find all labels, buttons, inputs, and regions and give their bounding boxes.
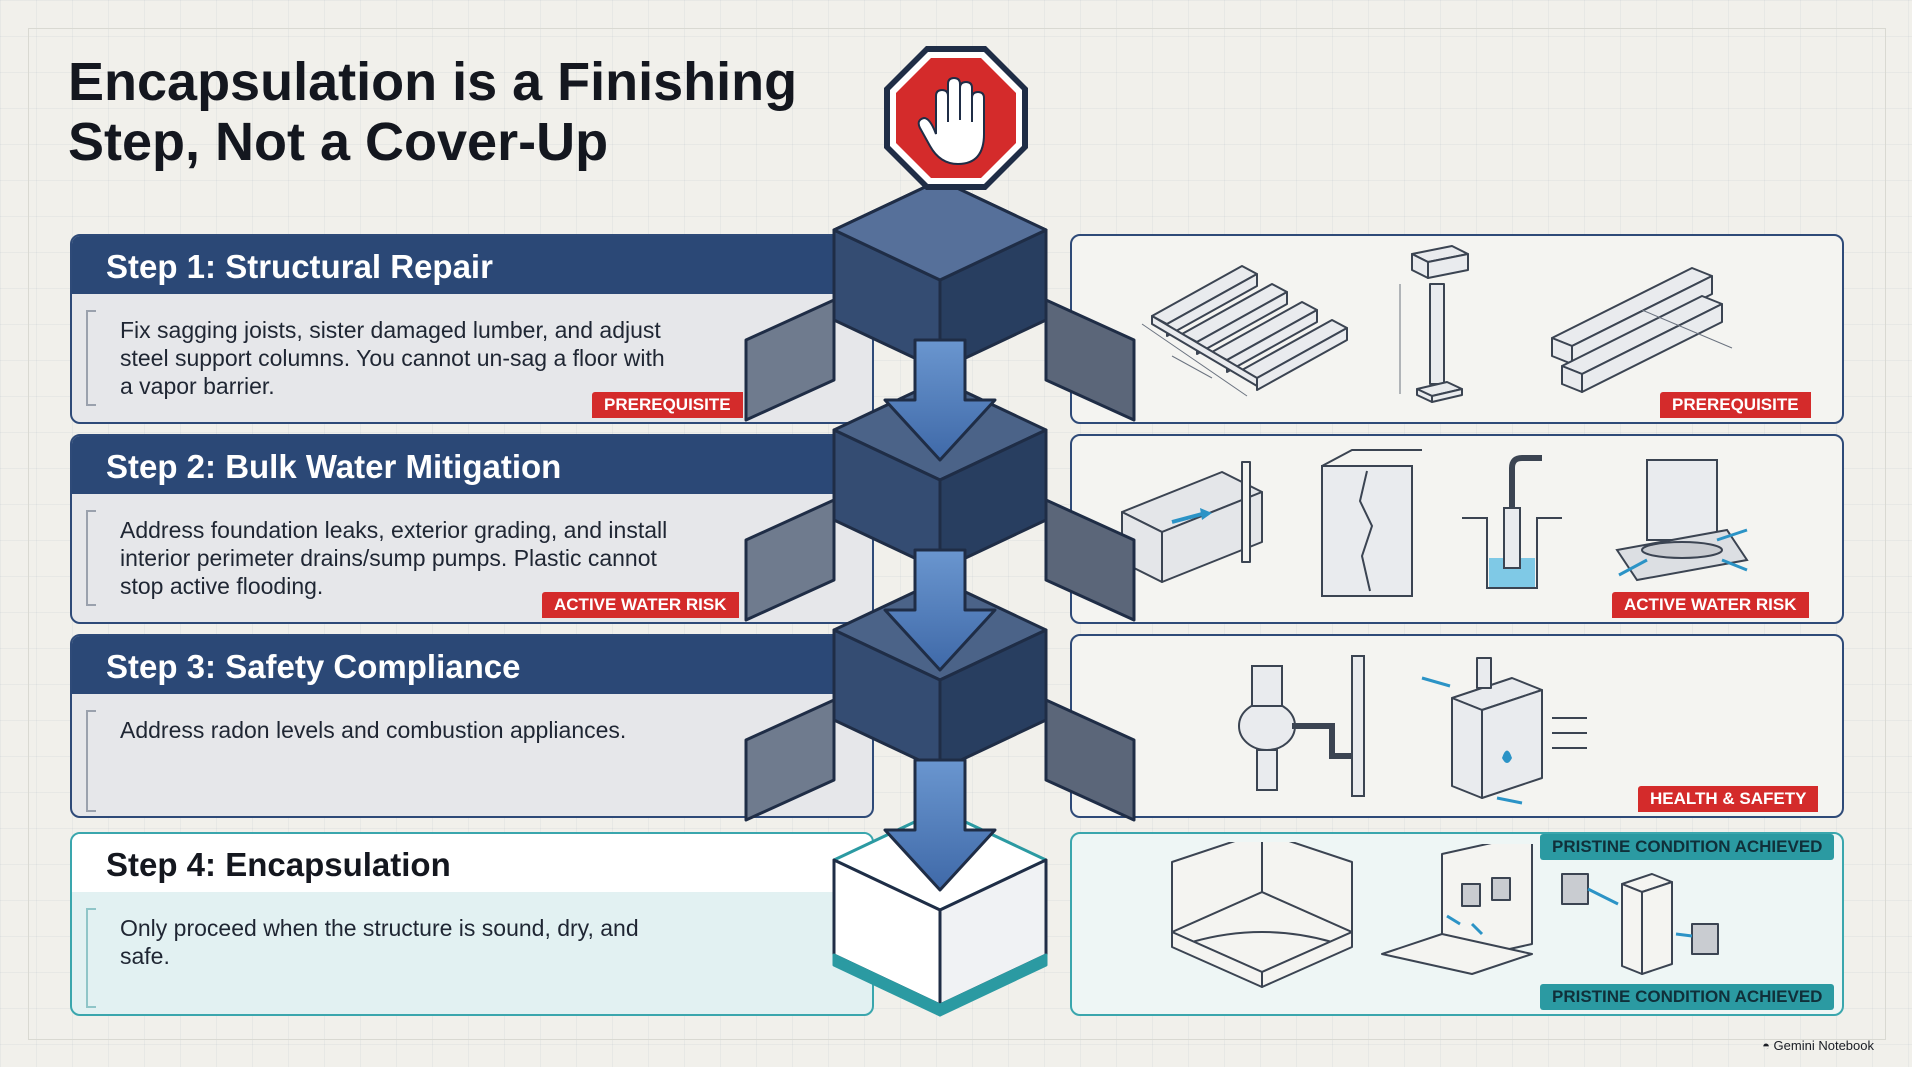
step-4-title: Step 4: Encapsulation xyxy=(106,846,451,883)
step-1-illustration-panel: PREREQUISITE xyxy=(1070,234,1844,424)
step-3-description: Address radon levels and combustion appl… xyxy=(120,717,627,743)
floor-joists-icon xyxy=(1132,246,1362,411)
step-3-panel: Step 3: Safety Compliance Address radon … xyxy=(70,634,874,818)
step-2-description: Address foundation leaks, exterior gradi… xyxy=(120,517,668,599)
steel-support-column-icon xyxy=(1392,244,1482,414)
step-3-block xyxy=(744,578,1136,822)
foundation-crack-icon xyxy=(1312,446,1422,606)
pristine-condition-tag: PRISTINE CONDITION ACHIEVED xyxy=(1540,984,1835,1010)
brand-icon: ◓ xyxy=(1762,1038,1770,1053)
radon-mitigation-fan-icon xyxy=(1222,646,1392,806)
combustion-appliance-icon xyxy=(1412,648,1612,808)
stop-sign xyxy=(880,42,1032,199)
prerequisite-tag: PREREQUISITE xyxy=(1660,392,1811,418)
page-title: Encapsulation is a Finishing Step, Not a… xyxy=(68,52,798,172)
prerequisite-tag: PREREQUISITE xyxy=(592,392,743,418)
bracket-icon xyxy=(86,510,96,606)
dehumidifier-icon xyxy=(1552,864,1732,984)
step-2-panel: Step 2: Bulk Water Mitigation Address fo… xyxy=(70,434,874,624)
step-1-description: Fix sagging joists, sister damaged lumbe… xyxy=(120,317,665,399)
step-2-band: Step 2: Bulk Water Mitigation Address fo… xyxy=(70,434,1844,624)
step-2-header: Step 2: Bulk Water Mitigation xyxy=(72,436,872,494)
step-4-description: Only proceed when the structure is sound… xyxy=(120,915,639,969)
progression-block-stack xyxy=(700,40,1180,1025)
step-3-title: Step 3: Safety Compliance xyxy=(106,648,521,685)
step-1-header: Step 1: Structural Repair xyxy=(72,236,872,294)
perimeter-drain-icon xyxy=(1607,450,1757,600)
bracket-icon xyxy=(86,310,96,406)
step-4-panel: Step 4: Encapsulation Only proceed when … xyxy=(70,832,874,1016)
step-4-header: Step 4: Encapsulation xyxy=(72,834,872,892)
health-safety-tag: HEALTH & SAFETY xyxy=(1638,786,1819,812)
pristine-condition-tag: PRISTINE CONDITION ACHIEVED xyxy=(1540,834,1835,860)
step-3-illustration-panel: HEALTH & SAFETY xyxy=(1070,634,1844,818)
down-arrow-icon xyxy=(883,338,997,892)
blueprint-frame xyxy=(28,28,1886,1040)
step-3-band: Step 3: Safety Compliance Address radon … xyxy=(70,634,1844,818)
footer-brand: ◓ Gemini Notebook xyxy=(1762,1038,1874,1053)
encapsulated-crawlspace-icon xyxy=(1162,842,1362,1002)
hand-stop-icon xyxy=(884,46,1028,190)
bracket-icon xyxy=(86,908,96,1008)
step-2-illustration-panel: ACTIVE WATER RISK xyxy=(1070,434,1844,624)
active-water-risk-tag: ACTIVE WATER RISK xyxy=(542,592,739,618)
step-4-band: Step 4: Encapsulation Only proceed when … xyxy=(70,832,1844,1016)
footer-brand-text: Gemini Notebook xyxy=(1773,1038,1874,1053)
step-4-illustration-panel: PRISTINE CONDITION ACHIEVED xyxy=(1070,832,1844,1016)
step-1-panel: Step 1: Structural Repair Fix sagging jo… xyxy=(70,234,874,424)
bracket-icon xyxy=(86,710,96,812)
step-1-title: Step 1: Structural Repair xyxy=(106,248,493,285)
step-2-title: Step 2: Bulk Water Mitigation xyxy=(106,448,562,485)
top-block xyxy=(832,178,1048,282)
active-water-risk-tag: ACTIVE WATER RISK xyxy=(1612,592,1809,618)
sealed-vents-icon xyxy=(1372,844,1542,994)
step-1-band: Step 1: Structural Repair Fix sagging jo… xyxy=(70,234,1844,424)
step-3-header: Step 3: Safety Compliance xyxy=(72,636,872,694)
sistered-beam-icon xyxy=(1532,248,1762,408)
sump-pump-icon xyxy=(1452,448,1572,608)
